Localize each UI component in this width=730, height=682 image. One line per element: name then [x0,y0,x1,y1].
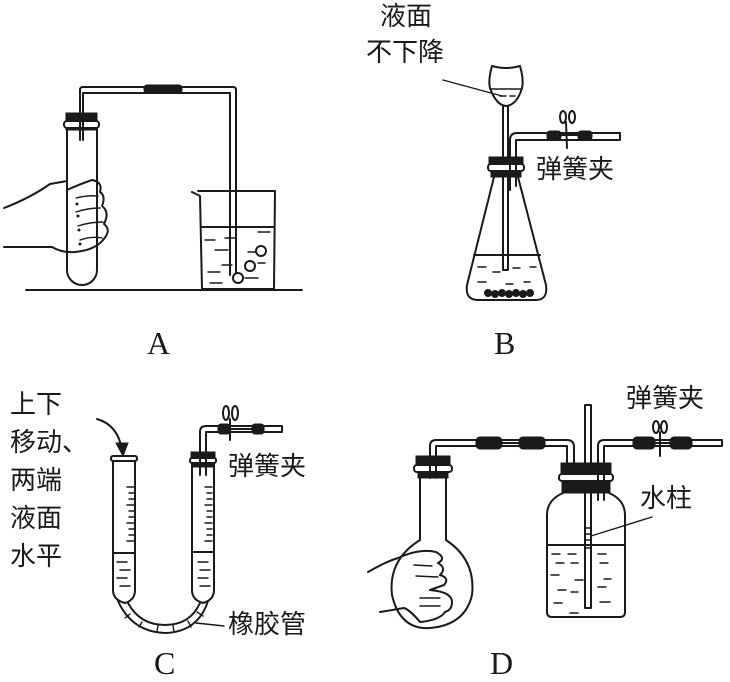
spring-clamp-icon [559,110,576,149]
bubble [244,260,256,272]
outlet-tube [597,439,723,501]
long-tube [584,404,592,609]
label-move-3: 两端 [10,466,63,496]
label-rubber-tube: 橡胶管 [228,610,307,640]
gas-bottle [546,492,626,618]
right-graduated-tube [191,461,215,604]
tube-rim [63,120,100,129]
panel-b-apparatus [442,65,621,301]
spring-clamp-icon [222,405,239,441]
pointer-line [590,516,653,537]
label-spring-clamp-b: 弹簧夹 [536,155,615,185]
rubber-tube [117,600,209,634]
label-water-column: 水柱 [640,484,693,514]
stopper [488,156,524,165]
left-scale [116,486,135,587]
round-flask [390,475,474,630]
label-liquid-not-falling-1: 液面 [380,2,433,32]
panel-a-apparatus [3,84,303,291]
label-move-2: 移动、 [10,428,89,458]
panel-label-c: C [154,645,176,681]
stopper [415,455,451,466]
test-tube [66,127,98,286]
solid-particles [484,289,534,298]
knuckle-dots [75,202,82,246]
left-graduated-tube [112,456,136,604]
bubble [255,245,267,257]
water-column [585,527,591,549]
water-lines [204,231,271,284]
bubble [232,272,244,284]
panel-label-b: B [494,325,516,361]
label-move-1: 上下 [10,390,63,420]
label-move-5: 水平 [10,542,63,572]
label-spring-clamp-c: 弹簧夹 [228,452,307,482]
funnel-stem [502,105,509,271]
water-lines [550,553,612,614]
label-liquid-not-falling-2: 不下降 [366,38,445,68]
pointer-line [442,79,503,97]
panel-d-apparatus [367,404,723,630]
hand [3,179,109,254]
pointer-line [195,622,225,627]
panel-label-d: D [490,645,514,681]
right-scale [197,486,213,587]
delivery-tube [79,86,237,276]
funnel-bulb [488,65,524,107]
panel-c-apparatus [96,405,283,634]
side-tube [509,132,621,191]
label-move-4: 液面 [10,504,63,534]
outlet-tube [199,425,283,476]
beaker [191,190,276,290]
rubber-connector [143,84,183,94]
conical-flask [465,176,548,301]
label-spring-clamp-d: 弹簧夹 [626,384,705,414]
panel-label-a: A [147,325,171,361]
spring-clamp-icon [652,420,668,457]
hands [367,549,453,623]
